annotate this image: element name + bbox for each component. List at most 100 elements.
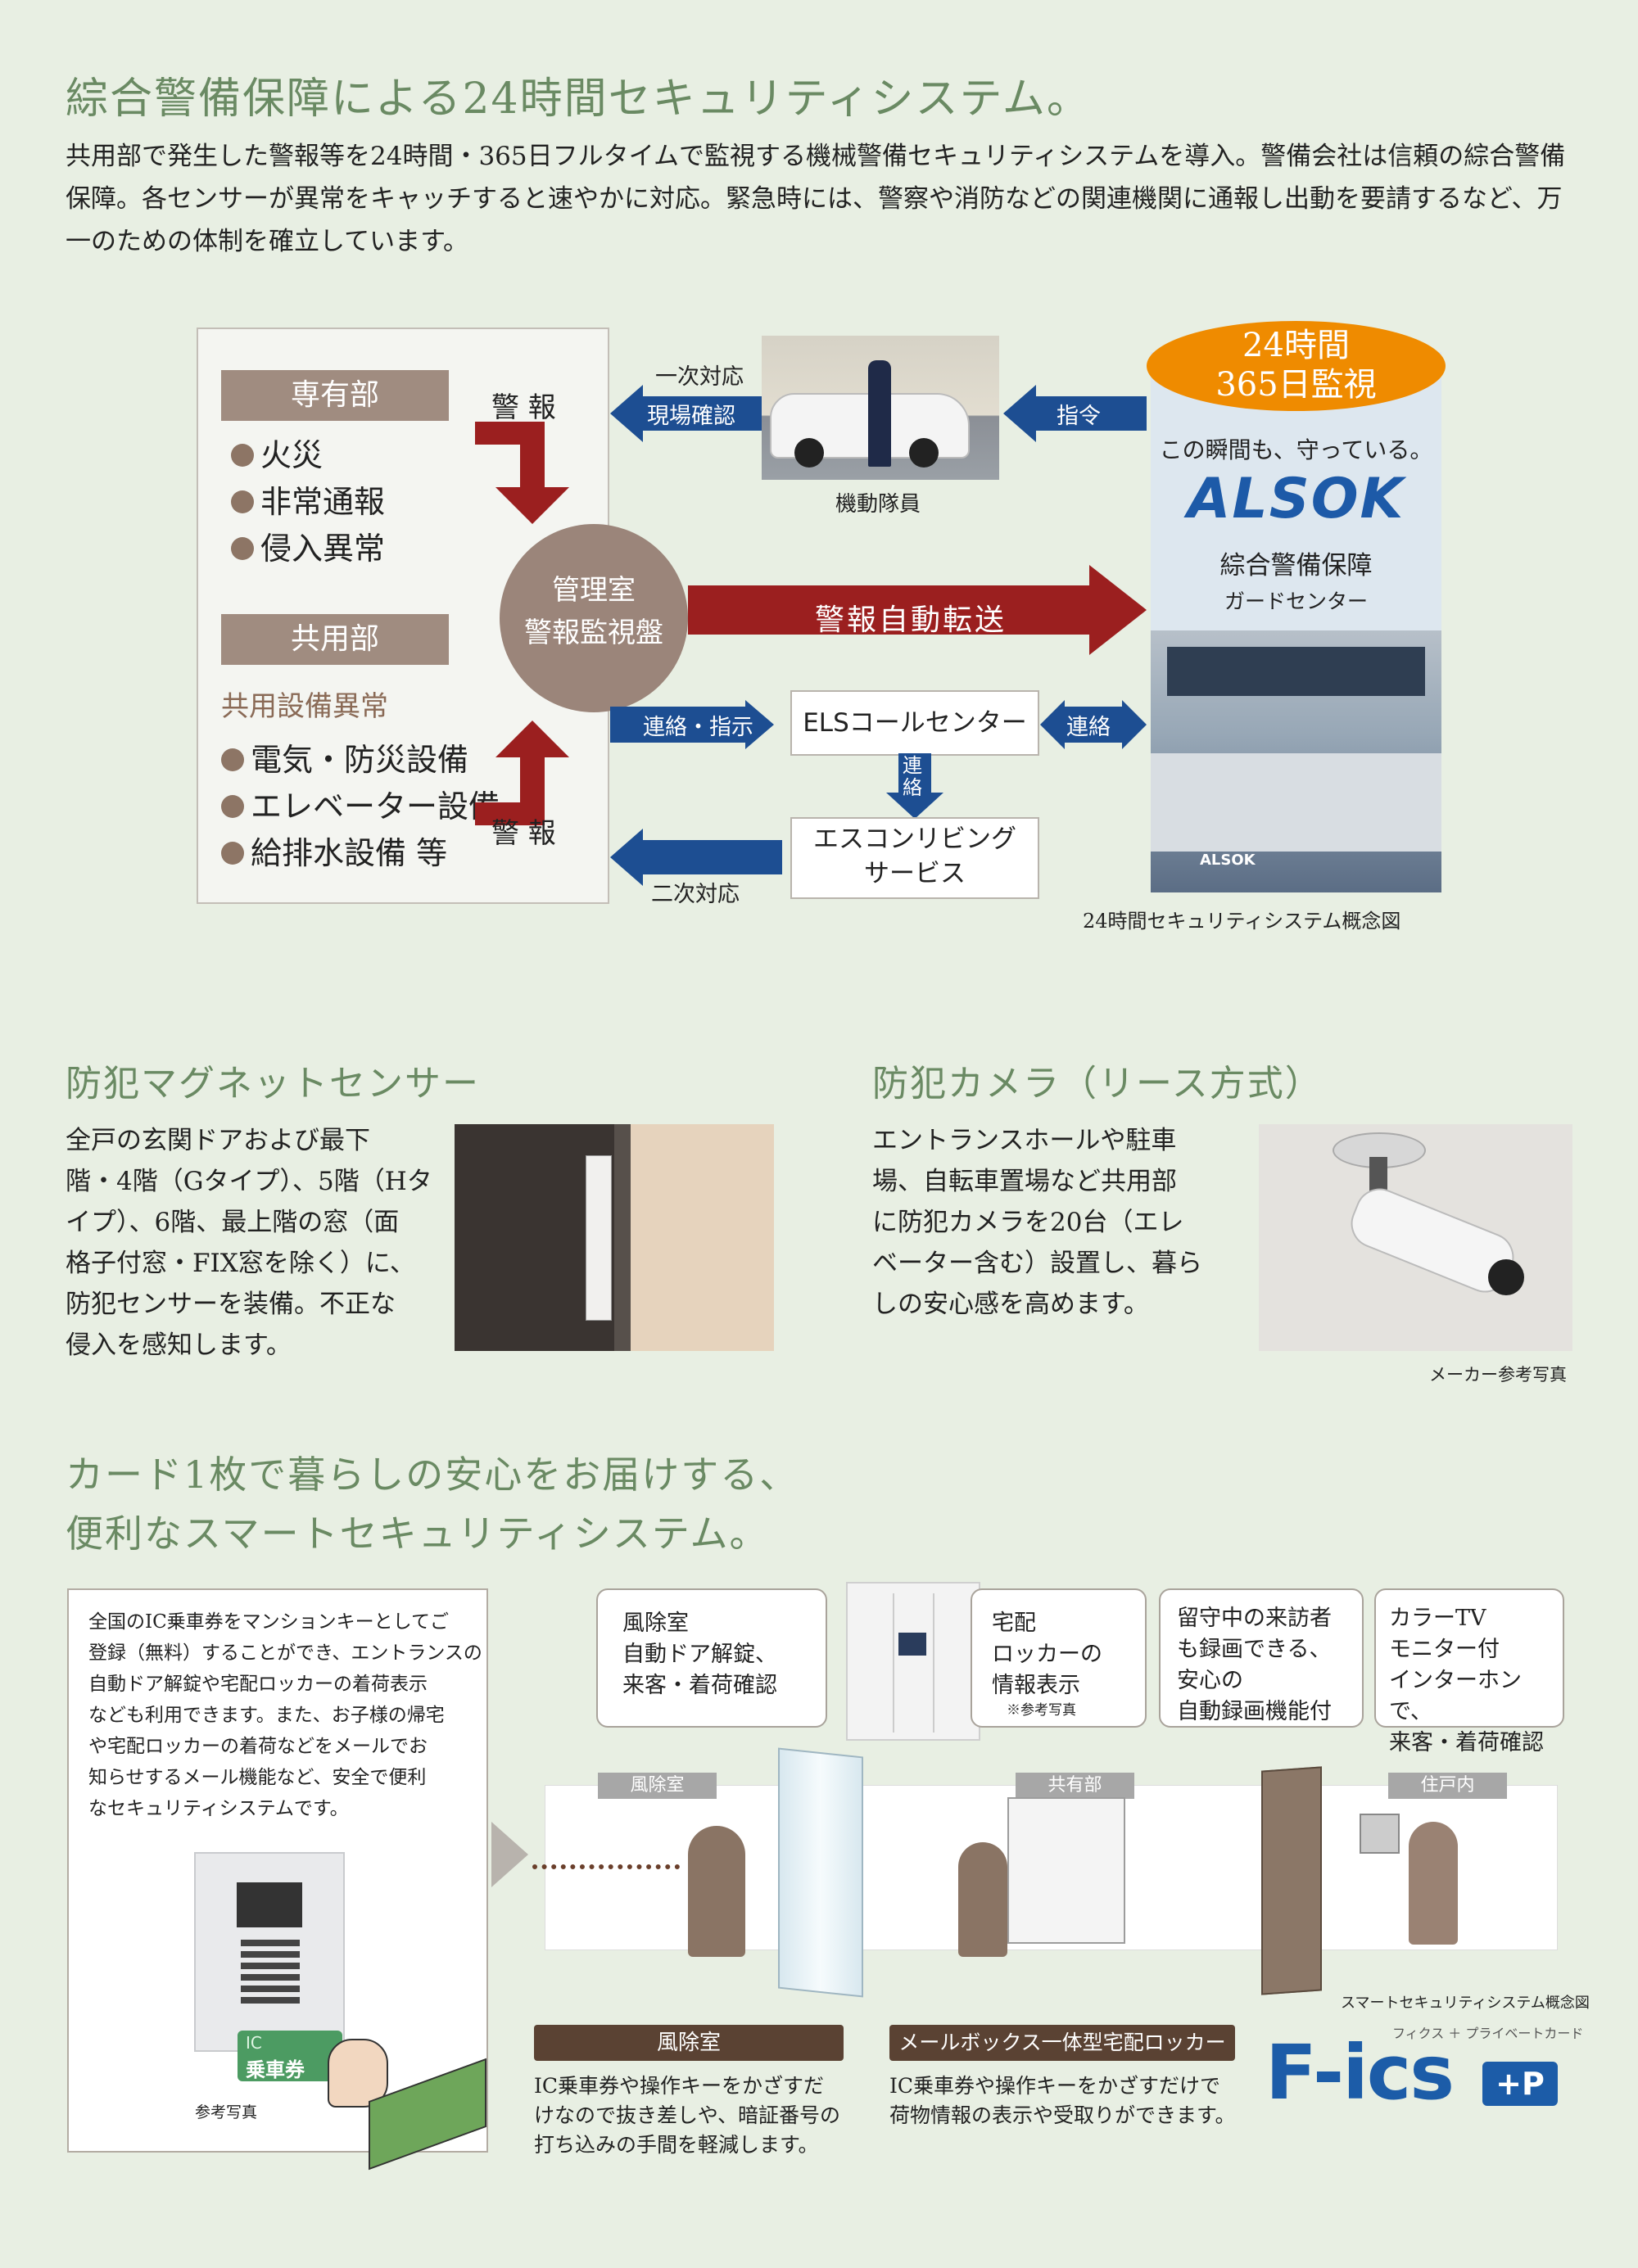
alarm-label-top: 警 報	[491, 391, 556, 424]
area-label-vestibule: 風除室	[598, 1773, 717, 1799]
callout-intercom: カラーTV モニター付 インターホンで、 来客・着荷確認	[1374, 1588, 1564, 1755]
sensor-device	[586, 1155, 612, 1321]
control-room-label: 管理室 警報監視盤	[524, 574, 663, 649]
alarm-label-bottom: 警 報	[491, 817, 556, 850]
section-description-security: 共用部で発生した警報等を24時間・365日フルタイムで監視する機械警備セキュリテ…	[66, 142, 1566, 256]
auto-transfer-arrow	[688, 565, 1147, 655]
locker-unit-icon	[1007, 1797, 1125, 1944]
area-label-residence: 住戸内	[1388, 1773, 1507, 1799]
magnet-sensor-title: 防犯マグネットセンサー	[66, 1063, 480, 1105]
person-common-icon	[958, 1842, 1007, 1957]
alarm-arrow-bottom	[475, 721, 569, 825]
contact-right-label: 連絡	[1066, 715, 1111, 740]
camera-photo	[1259, 1124, 1572, 1351]
ic-card: IC 乗車券	[238, 2031, 342, 2081]
common-item: 電気・防災設備	[221, 737, 500, 784]
site-check-arrow	[610, 385, 790, 442]
camera-description: エントランスホールや駐車 場、自転車置場など共用部 に防犯カメラを20台（エレ …	[872, 1126, 1202, 1319]
callout-locker: 宅配 ロッカーの 情報表示 ※参考写真	[971, 1588, 1147, 1728]
patrol-caption: 機動隊員	[835, 492, 921, 517]
alsok-logo: ALSOK	[1187, 467, 1405, 531]
diagram-caption: 24時間セキュリティシステム概念図	[1083, 910, 1401, 933]
contact-two-way-arrow	[1040, 700, 1147, 749]
common-items: 電気・防災設備 エレベーター設備 給排水設備 等	[221, 737, 500, 877]
camera-title: 防犯カメラ（リース方式）	[872, 1063, 1323, 1105]
monitoring-badge	[1147, 321, 1446, 411]
entry-door-icon	[1261, 1766, 1322, 1995]
photo-caption: 参考写真	[195, 2103, 258, 2121]
monitoring-badge-text: 24時間 365日監視	[1215, 327, 1377, 404]
alsok-company: 綜合警備保障	[1219, 551, 1373, 581]
first-response-label: 一次対応	[655, 364, 744, 390]
area-label-common: 共有部	[1016, 1773, 1134, 1799]
command-arrow	[1003, 385, 1147, 442]
second-response-label: 二次対応	[651, 882, 740, 907]
common-area-label: 共用部	[221, 614, 449, 665]
callout-vestibule: 風除室 自動ドア解錠、 来客・着荷確認	[596, 1588, 827, 1728]
dotted-path	[532, 1864, 680, 1869]
camera-lens	[1488, 1259, 1524, 1295]
hand-illustration	[319, 2039, 486, 2171]
private-item: 非常通報	[231, 479, 385, 526]
alarm-arrow-top	[475, 422, 569, 524]
control-room-circle	[500, 524, 688, 712]
smart-diagram-caption: スマートセキュリティシステム概念図	[1341, 1995, 1590, 2012]
patrol-car-photo	[762, 336, 999, 480]
els-call-center: ELSコールセンター	[790, 690, 1039, 756]
private-area-label: 専有部	[221, 370, 449, 421]
glass-doors-icon	[778, 1747, 863, 1998]
site-check-label: 現場確認	[647, 404, 735, 429]
bullet-dot	[221, 794, 244, 818]
section-title-security: 綜合警備保障による24時間セキュリティシステム。	[66, 75, 1091, 124]
person-residence-icon	[1409, 1822, 1458, 1945]
magnet-sensor-description: 全戸の玄関ドアおよび最下 階・4階（Gタイプ）、5階（Hタ イプ）、6階、最上階…	[66, 1126, 432, 1360]
operator-desks	[1151, 753, 1441, 852]
car-wheel	[909, 438, 939, 468]
delivery-locker-photo	[846, 1582, 980, 1741]
escon-living-service: エスコンリビング サービス	[790, 817, 1039, 899]
bullet-dot	[231, 490, 254, 513]
security-diagram: 専有部 火災 非常通報 侵入異常 共用部 共用設備異常 電気・防災設備 エレベー…	[197, 321, 1446, 933]
alsok-center: ガードセンター	[1224, 590, 1368, 613]
hand-shape	[328, 2039, 388, 2108]
contact-instruct-arrow	[610, 700, 774, 749]
auto-transfer-label: 警報自動転送	[815, 603, 1007, 637]
common-sub-label: 共用設備異常	[221, 690, 388, 723]
vestibule-description: IC乗車券や操作キーをかざすだ けなので抜き差しや、暗証番号の 打ち込みの手間を…	[534, 2074, 841, 2157]
intercom-monitor-icon	[1360, 1814, 1400, 1854]
contact-down-label: 連絡	[903, 754, 922, 799]
bullet-dot	[231, 443, 254, 467]
alsok-tagline: この瞬間も、守っている。	[1159, 436, 1433, 463]
car-wheel	[794, 438, 824, 468]
bullet-dot	[231, 536, 254, 560]
wall-screens	[1167, 647, 1425, 696]
private-item: 火災	[231, 432, 385, 479]
control-room-sign: ALSOK	[1200, 852, 1256, 869]
command-label: 指令	[1057, 404, 1101, 429]
fics-plus-logo: +P	[1482, 2062, 1558, 2106]
bullet-dot	[221, 748, 244, 771]
ic-card-text: 乗車券	[246, 2058, 305, 2081]
contact-instruct-label: 連絡・指示	[643, 715, 753, 740]
locker-doors	[854, 1593, 972, 1733]
bullet-dot	[221, 841, 244, 865]
panel-screen	[237, 1882, 302, 1927]
fics-logo: F-ics	[1265, 2029, 1455, 2117]
fics-small-label: フィクス ＋ プライベートカード	[1392, 2026, 1584, 2041]
magnet-sensor-photo	[455, 1124, 774, 1351]
guard-figure	[868, 360, 891, 467]
smart-intro-text: 全国のIC乗車券をマンションキーとしてご 登録（無料）することができ、エントラン…	[88, 1611, 482, 1819]
private-item: 侵入異常	[231, 526, 385, 572]
panel-keypad	[241, 1940, 300, 2005]
common-item: エレベーター設備	[221, 784, 500, 830]
locker-label: メールボックス一体型宅配ロッカー	[889, 2025, 1235, 2061]
private-items: 火災 非常通報 侵入異常	[231, 432, 385, 572]
contact-down-arrow	[886, 753, 943, 819]
callout-recording: 留守中の来訪者 も録画できる、 安心の 自動録画機能付	[1159, 1588, 1364, 1728]
smart-security-title: カード1枚で暮らしの安心をお届けする、 便利なスマートセキュリティシステム。	[66, 1453, 799, 1556]
locker-description: IC乗車券や操作キーをかざすだけで 荷物情報の表示や受取りができます。	[889, 2074, 1236, 2127]
vestibule-label: 風除室	[534, 2025, 844, 2061]
flow-triangle	[491, 1822, 528, 1887]
person-vestibule-icon	[688, 1826, 745, 1957]
entrance-panel-photo	[194, 1852, 345, 2052]
